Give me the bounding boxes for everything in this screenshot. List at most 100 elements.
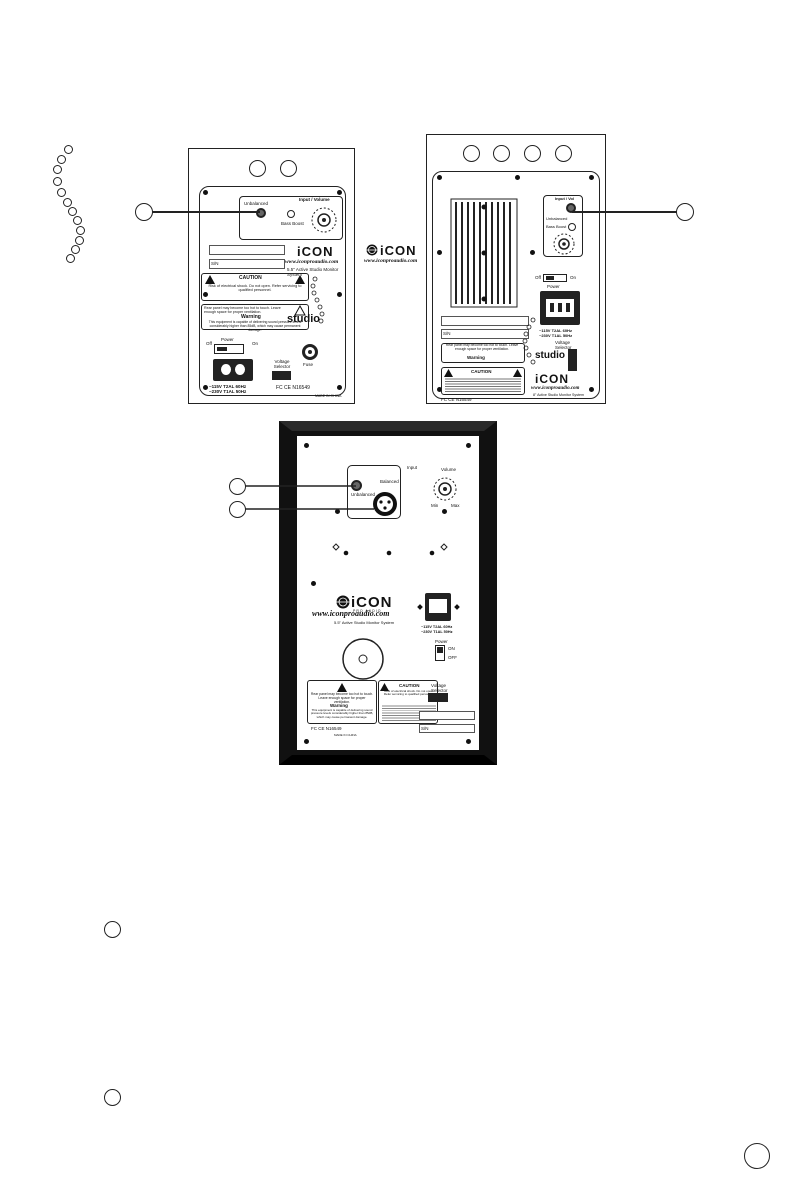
caution-box bbox=[201, 273, 309, 301]
caution-title: CAUTION bbox=[239, 275, 262, 281]
caution-text: Risk of electrical shock. Do not open. R… bbox=[208, 284, 302, 293]
unbalanced-label: Unbalanced bbox=[244, 201, 269, 206]
caution-text: Risk of electrical shock. Do not open. R… bbox=[383, 689, 435, 697]
screw bbox=[466, 443, 471, 448]
screw bbox=[335, 509, 340, 514]
screw bbox=[203, 385, 208, 390]
warning-triangle-icon bbox=[444, 369, 453, 377]
unbalanced-label: Unbalanced bbox=[351, 492, 376, 497]
power-label: Power bbox=[221, 337, 234, 342]
on-label: On bbox=[252, 341, 259, 346]
callout-circle bbox=[249, 160, 266, 177]
studio-brand: studio bbox=[535, 350, 565, 361]
warning-title: Warning bbox=[467, 355, 485, 360]
input-volume-title: Input / Volume bbox=[299, 197, 330, 202]
max-label: Max bbox=[451, 503, 460, 508]
icon-globe-icon bbox=[336, 595, 350, 609]
warning-triangle-icon bbox=[380, 683, 389, 691]
volume-knob[interactable] bbox=[307, 203, 341, 237]
screw bbox=[437, 387, 442, 392]
screw bbox=[337, 190, 342, 195]
leader-line bbox=[572, 211, 682, 213]
off-label: Off bbox=[535, 275, 541, 280]
callout-circle bbox=[229, 501, 246, 518]
off-label: Off bbox=[206, 341, 212, 346]
callout-circle bbox=[75, 236, 84, 245]
volume-knob[interactable] bbox=[431, 475, 459, 503]
port-mount bbox=[332, 543, 448, 556]
callout-circle bbox=[524, 145, 541, 162]
power-label: Power bbox=[547, 284, 560, 289]
callout-circle bbox=[66, 254, 75, 263]
website-url: www.iconproaudio.com bbox=[312, 609, 390, 618]
voltage-spec-2: ~230V T1AL 50Hz bbox=[209, 389, 247, 394]
voltage-selector-label: Voltage Selector bbox=[555, 340, 572, 350]
voltage-selector-switch[interactable] bbox=[428, 693, 448, 702]
warning-text: This equipment is capable of delivering … bbox=[208, 320, 302, 332]
voltage-selector-label: Voltage Selector bbox=[431, 683, 448, 693]
heat-notice: Rear panel may become too hot to touch. … bbox=[445, 343, 519, 351]
callout-circle bbox=[493, 145, 510, 162]
bass-boost-switch[interactable] bbox=[568, 223, 576, 231]
voltage-spec-1: ~115V T2AL 60Hz bbox=[209, 384, 247, 389]
balanced-label: Balanced bbox=[380, 479, 399, 484]
callout-circle bbox=[676, 203, 694, 221]
callout-circle bbox=[71, 245, 80, 254]
screw bbox=[437, 250, 442, 255]
on-label: On bbox=[570, 275, 577, 280]
callout-circle bbox=[76, 226, 85, 235]
serial-box bbox=[419, 724, 475, 733]
caution-box bbox=[378, 680, 438, 724]
bass-boost-label: Bass Boost bbox=[281, 221, 304, 226]
unbalanced-jack[interactable] bbox=[566, 203, 576, 213]
caution-text-lines bbox=[445, 377, 521, 393]
voltage-spec-2: ~230V T1AL 50Hz bbox=[539, 333, 573, 338]
heat-warning-box bbox=[201, 304, 309, 330]
power-rocker-switch[interactable] bbox=[435, 645, 445, 661]
volume-knob[interactable] bbox=[551, 231, 577, 257]
warning-title: Warning bbox=[241, 314, 261, 320]
label-box bbox=[209, 245, 285, 255]
icon-logo: iCON bbox=[535, 372, 569, 386]
certification-marks: FC CE N16549 bbox=[441, 397, 472, 402]
ac-power-socket[interactable] bbox=[540, 291, 580, 325]
decorative-dot-arc bbox=[310, 276, 325, 324]
screw bbox=[304, 443, 309, 448]
ac-power-socket[interactable] bbox=[213, 359, 253, 381]
callout-circle bbox=[463, 145, 480, 162]
power-switch[interactable] bbox=[214, 344, 244, 354]
callout-circle bbox=[64, 145, 73, 154]
fuse-label: Fuse bbox=[303, 362, 314, 367]
ac-power-socket[interactable] bbox=[425, 593, 451, 621]
screw bbox=[466, 739, 471, 744]
callout-circle bbox=[68, 207, 77, 216]
caution-title: CAUTION bbox=[399, 683, 420, 688]
screw bbox=[437, 175, 442, 180]
model-line: 5.5" Active Studio Monitor System bbox=[287, 267, 339, 277]
voltage-selector-switch[interactable] bbox=[272, 371, 291, 380]
warning-triangle-icon bbox=[205, 275, 215, 284]
icon-logo: iCON bbox=[297, 244, 334, 259]
fuse-holder[interactable] bbox=[302, 344, 318, 360]
xlr-balanced-input[interactable] bbox=[372, 491, 398, 517]
callout-circle bbox=[53, 177, 62, 186]
inner-plate bbox=[432, 171, 600, 399]
made-in-label: MADE IN CHINA bbox=[334, 733, 357, 737]
callout-circle bbox=[63, 198, 72, 207]
studio-brand: studio bbox=[287, 313, 320, 325]
callout-circle bbox=[555, 145, 572, 162]
voltage-selector-switch[interactable] bbox=[568, 349, 577, 371]
icon-globe-icon bbox=[366, 244, 378, 256]
certification-marks: FC CE N16549 bbox=[311, 726, 342, 731]
unbalanced-label: Unbalanced bbox=[546, 216, 568, 221]
callout-circle bbox=[73, 216, 82, 225]
website-url: www.iconproaudio.com bbox=[285, 259, 339, 265]
min-label: Min bbox=[431, 503, 439, 508]
rear-panel-a: Input / Volume Unbalanced Bass Boost S/N… bbox=[188, 148, 355, 404]
label-box bbox=[419, 711, 475, 720]
screw bbox=[337, 292, 342, 297]
power-switch[interactable] bbox=[543, 274, 567, 282]
warning-triangle-icon bbox=[513, 369, 522, 377]
voltage-spec-1: ~115V T2AL 60Hz bbox=[421, 625, 453, 629]
bass-boost-switch[interactable] bbox=[287, 210, 295, 218]
